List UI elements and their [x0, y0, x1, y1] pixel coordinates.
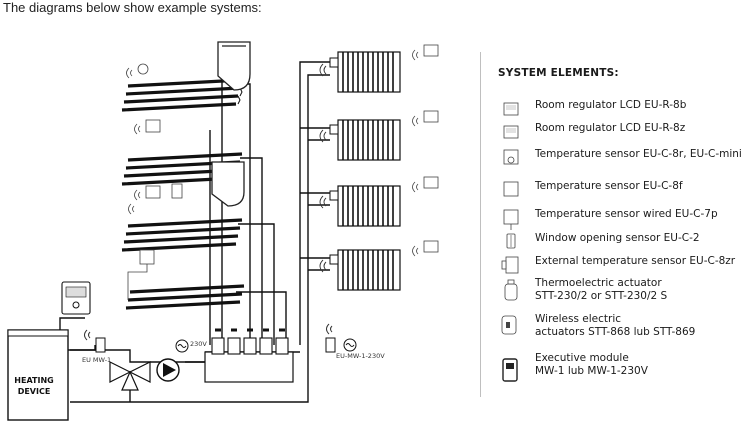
executive-module-right [325, 323, 336, 353]
temperature-sensor-icon [503, 149, 519, 165]
radiator-4 [329, 249, 401, 291]
module-label-left: EU MW-1 [82, 356, 112, 364]
floor-zone-regulators [126, 63, 183, 300]
legend-label-line1: Executive module [535, 352, 629, 364]
external-sensor-icon [501, 256, 519, 274]
legend-title: SYSTEM ELEMENTS: [498, 67, 619, 79]
radiator-room-regulators [412, 44, 439, 257]
legend-label-line2: MW-1 lub MW-1-230V [535, 364, 648, 377]
floor-heating-loop-2 [121, 152, 243, 186]
mixing-valve [109, 361, 151, 391]
heating-system-diagram [7, 41, 439, 421]
thermoelectric-actuator-icon [504, 279, 518, 301]
legend-label: External temperature sensor EU-C-8zr [535, 255, 736, 267]
room-regulator-lcd-icon [503, 102, 519, 116]
legend-label-line1: Thermoelectric actuator [535, 277, 662, 289]
legend-label: Temperature sensor EU-C-8f [535, 180, 683, 192]
legend-label: Room regulator LCD EU-R-8z [535, 122, 686, 134]
heating-device-label-line2: DEVICE [17, 387, 51, 396]
legend-label: Temperature sensor EU-C-8r, EU-C-mini [535, 148, 742, 160]
manifold [204, 328, 294, 383]
radiator-1 [329, 51, 401, 93]
legend-label: Temperature sensor wired EU-C-7p [535, 208, 718, 220]
legend-label: Window opening sensor EU-C-2 [535, 232, 700, 244]
ac-symbol-1 [175, 339, 189, 353]
executive-module-icon [502, 358, 518, 382]
legend-label-line1: Wireless electric [535, 313, 622, 325]
room-regulator-lcd-icon [503, 125, 519, 139]
ac-symbol-2 [343, 338, 357, 352]
heating-device-label: HEATING DEVICE [12, 375, 56, 397]
washbasin-2 [211, 161, 245, 207]
intro-text: The diagrams below show example systems: [3, 0, 262, 15]
radiator-3 [329, 185, 401, 227]
washbasin-1 [217, 41, 251, 91]
voltage-label: 230V [190, 340, 207, 348]
floor-heating-loop-3 [121, 218, 243, 252]
module-label-right: EU-MW-1-230V [336, 352, 385, 360]
legend-label: Room regulator LCD EU-R-8b [535, 99, 687, 111]
wireless-actuator-icon [501, 315, 517, 335]
wireless-signals-radiators [319, 63, 327, 273]
floor-heating-loop-1 [121, 78, 245, 112]
heating-device-label-line1: HEATING [14, 376, 54, 385]
radiator-2 [329, 119, 401, 161]
legend-label-line2: STT-230/2 or STT-230/2 S [535, 289, 668, 302]
window-sensor-icon [506, 233, 516, 249]
wired-sensor-icon [503, 209, 519, 230]
main-controller [61, 281, 91, 315]
floor-sensor-icon [503, 181, 519, 197]
floor-heating-loop-4 [125, 284, 245, 310]
legend-label-line2: actuators STT-868 lub STT-869 [535, 325, 696, 338]
legend-divider [480, 52, 481, 397]
heating-device [7, 329, 96, 421]
executive-module-left [84, 329, 106, 353]
circulation-pump [156, 358, 180, 382]
